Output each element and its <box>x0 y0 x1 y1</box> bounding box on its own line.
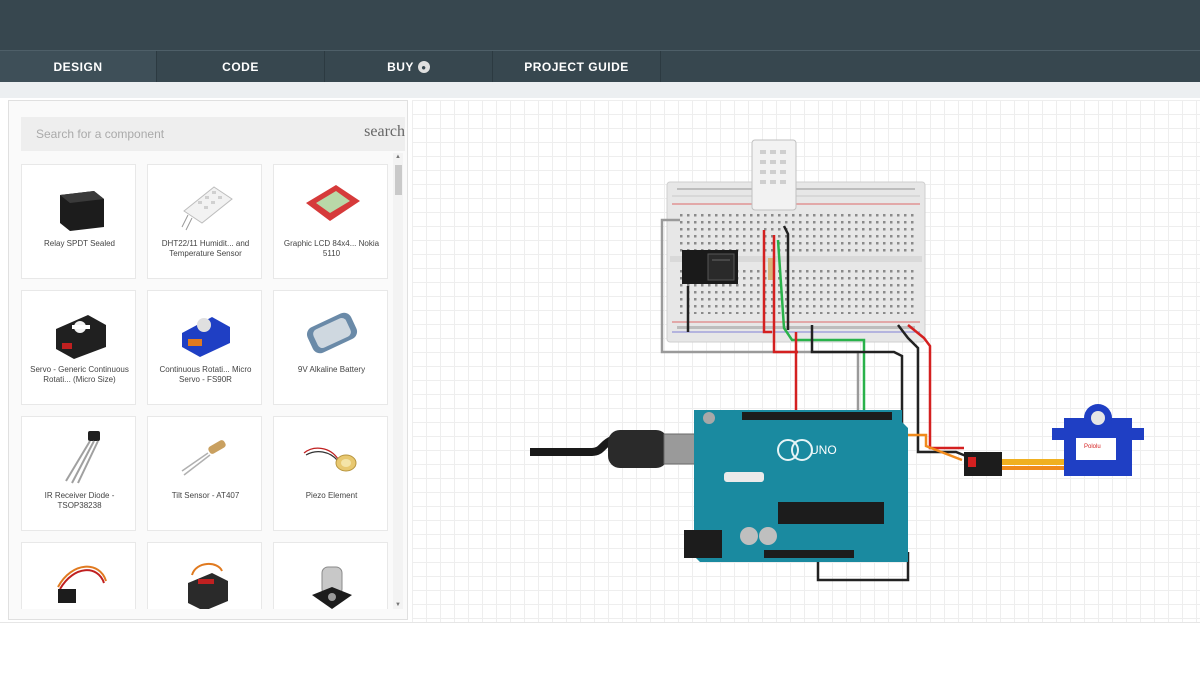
component-card[interactable] <box>273 542 388 609</box>
tab-project-guide[interactable]: PROJECT GUIDE <box>493 51 661 83</box>
tilt-sensor-icon <box>181 440 226 476</box>
app-header <box>0 0 1200 50</box>
component-grid: Relay SPDT Sealed DHT22/11 Humidit... an… <box>21 164 391 609</box>
resistor[interactable] <box>768 258 774 280</box>
component-card[interactable] <box>147 542 262 609</box>
dht-sensor-icon <box>181 186 233 231</box>
component-label: IR Receiver Diode - TSOP38238 <box>44 491 115 510</box>
component-label: Piezo Element <box>305 491 358 500</box>
tab-design[interactable]: DESIGN <box>0 51 157 90</box>
ir-receiver-icon <box>65 431 100 484</box>
component-card[interactable]: IR Receiver Diode - TSOP38238 <box>21 416 136 531</box>
component-card[interactable]: Continuous Rotati... Micro Servo - FS90R <box>147 290 262 405</box>
design-canvas[interactable]: UNO Pololu <box>412 100 1200 622</box>
component-card[interactable]: Tilt Sensor - AT407 <box>147 416 262 531</box>
scroll-up-icon[interactable]: ▲ <box>395 154 401 160</box>
arduino-label: UNO <box>810 443 837 457</box>
coin-icon: ● <box>417 61 430 73</box>
footer-area <box>0 622 1200 675</box>
servo-red-icon <box>188 563 228 609</box>
servo-label: Pololu <box>1084 444 1101 450</box>
tab-project-guide-label: PROJECT GUIDE <box>524 60 629 74</box>
component-panel: search Relay SPDT Sealed DHT22/11 Humidi… <box>8 100 408 620</box>
component-label: DHT22/11 Humidit... and Temperature Sens… <box>161 239 250 258</box>
component-label: Continuous Rotati... Micro Servo - FS90R <box>159 365 252 384</box>
tab-buy[interactable]: BUY● <box>325 51 493 83</box>
component-label: Graphic LCD 84x4... Nokia 5110 <box>283 239 380 258</box>
servo-blue-icon <box>182 317 230 357</box>
toolbar-strip <box>0 82 1200 98</box>
component-label: Relay SPDT Sealed <box>44 239 115 248</box>
component-label: Tilt Sensor - AT407 <box>171 491 240 500</box>
dht-sensor[interactable] <box>751 139 797 211</box>
component-label: 9V Alkaline Battery <box>297 365 366 374</box>
search-box: search <box>21 117 405 151</box>
component-card[interactable]: Piezo Element <box>273 416 388 531</box>
servo-cable-icon <box>57 565 107 603</box>
circuit-diagram: UNO Pololu <box>530 139 1144 582</box>
lcd-icon <box>306 185 360 221</box>
relay-icon <box>60 191 104 231</box>
component-card[interactable]: Servo - Generic Continuous Rotati... (Mi… <box>21 290 136 405</box>
piezo-icon <box>303 447 357 472</box>
battery-icon <box>306 312 358 354</box>
tab-bar: DESIGN CODE BUY● PROJECT GUIDE <box>0 50 1200 90</box>
component-scrollbar[interactable]: ▲ ▼ <box>393 153 403 609</box>
servo-black-icon <box>56 315 106 359</box>
scroll-down-icon[interactable]: ▼ <box>395 602 401 608</box>
usb-cable[interactable] <box>530 430 697 468</box>
servo-cable[interactable] <box>964 452 1064 476</box>
servo-motor[interactable]: Pololu <box>1052 404 1144 476</box>
tab-code-label: CODE <box>222 60 259 74</box>
scroll-thumb[interactable] <box>395 165 402 195</box>
component-card[interactable]: 9V Alkaline Battery <box>273 290 388 405</box>
component-card[interactable] <box>21 542 136 609</box>
component-card[interactable]: DHT22/11 Humidit... and Temperature Sens… <box>147 164 262 279</box>
arduino-board[interactable]: UNO <box>684 410 908 562</box>
tab-buy-label: BUY <box>387 60 414 74</box>
motor-icon <box>312 566 352 609</box>
tab-code[interactable]: CODE <box>157 51 325 83</box>
tab-design-label: DESIGN <box>53 60 103 74</box>
display-module[interactable] <box>682 250 738 284</box>
search-input[interactable] <box>21 117 351 151</box>
component-label: Servo - Generic Continuous Rotati... (Mi… <box>30 365 129 384</box>
component-card[interactable]: Graphic LCD 84x4... Nokia 5110 <box>273 164 388 279</box>
component-card[interactable]: Relay SPDT Sealed <box>21 164 136 279</box>
search-button[interactable]: search <box>364 123 405 140</box>
